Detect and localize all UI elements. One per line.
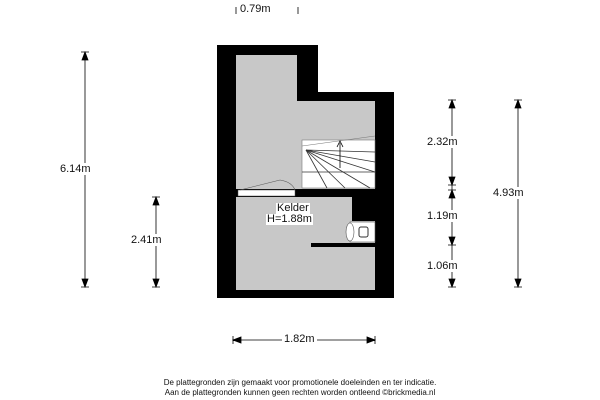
dimension-bottom: 1.82m <box>282 333 317 345</box>
dimension-left-total: 6.14m <box>60 163 91 175</box>
toilet-icon <box>345 221 376 243</box>
dimension-top: 0.79m <box>240 3 271 15</box>
dimension-right-middle: 1.19m <box>427 210 458 222</box>
room-height: H=1.88m <box>266 213 313 225</box>
disclaimer-line-1: De plattegronden zijn gemaakt voor promo… <box>163 378 437 387</box>
disclaimer-line-2: Aan de plattegronden kunnen geen rechten… <box>164 388 436 397</box>
dimension-right-total: 4.93m <box>493 187 524 199</box>
stairs <box>301 135 376 189</box>
dimension-right-upper: 2.32m <box>427 136 458 148</box>
door <box>237 179 296 197</box>
dimension-left-lower: 2.41m <box>131 234 162 246</box>
room-name: Kelder <box>276 202 310 214</box>
dimension-right-lower: 1.06m <box>427 260 458 272</box>
